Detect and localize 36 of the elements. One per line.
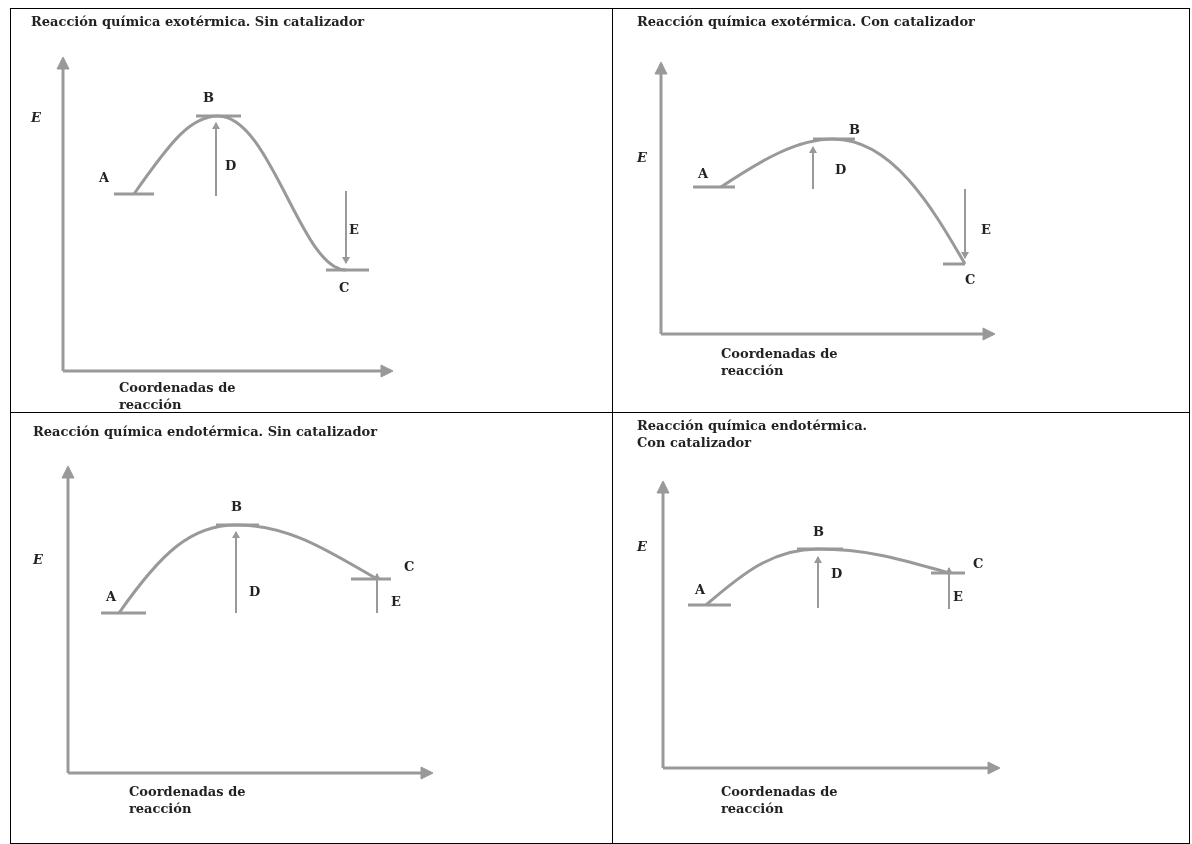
arrow-label: D <box>249 583 261 600</box>
chart-panel <box>10 8 613 413</box>
axis-title: Coordenadas de reacción <box>721 345 839 379</box>
panel-title: Reacción química endotérmica. Con catalizador <box>637 417 869 451</box>
level-label: C <box>973 555 984 572</box>
level-label: A <box>99 169 110 186</box>
axis-label: E <box>31 109 41 126</box>
level-label: B <box>231 498 242 515</box>
axis-label: E <box>637 538 647 555</box>
panel-title: Reacción química endotérmica. Sin catalizador <box>33 423 377 440</box>
arrow-label: E <box>981 221 991 238</box>
arrow-label: E <box>953 588 963 605</box>
axis-title: Coordenadas de reacción <box>129 783 247 817</box>
chart-panel <box>612 412 1190 844</box>
axis-label: E <box>637 149 647 166</box>
axis-title: Coordenadas de reacción <box>721 783 839 817</box>
level-label: A <box>695 581 706 598</box>
panel-title: Reacción química exotérmica. Con catalizador <box>637 13 975 30</box>
level-label: B <box>849 121 860 138</box>
level-label: B <box>203 89 214 106</box>
axis-title: Coordenadas de reacción <box>119 379 237 413</box>
arrow-label: E <box>391 593 401 610</box>
level-label: A <box>698 165 709 182</box>
chart-panel <box>612 8 1190 413</box>
level-label: C <box>339 279 350 296</box>
level-label: C <box>404 558 415 575</box>
arrow-label: E <box>349 221 359 238</box>
level-label: A <box>106 588 117 605</box>
axis-label: E <box>33 551 43 568</box>
arrow-label: D <box>835 161 847 178</box>
level-label: B <box>813 523 824 540</box>
panel-title: Reacción química exotérmica. Sin catalizador <box>31 13 365 30</box>
arrow-label: D <box>225 157 237 174</box>
level-label: C <box>965 271 976 288</box>
arrow-label: D <box>831 565 843 582</box>
chart-panel <box>10 412 613 844</box>
